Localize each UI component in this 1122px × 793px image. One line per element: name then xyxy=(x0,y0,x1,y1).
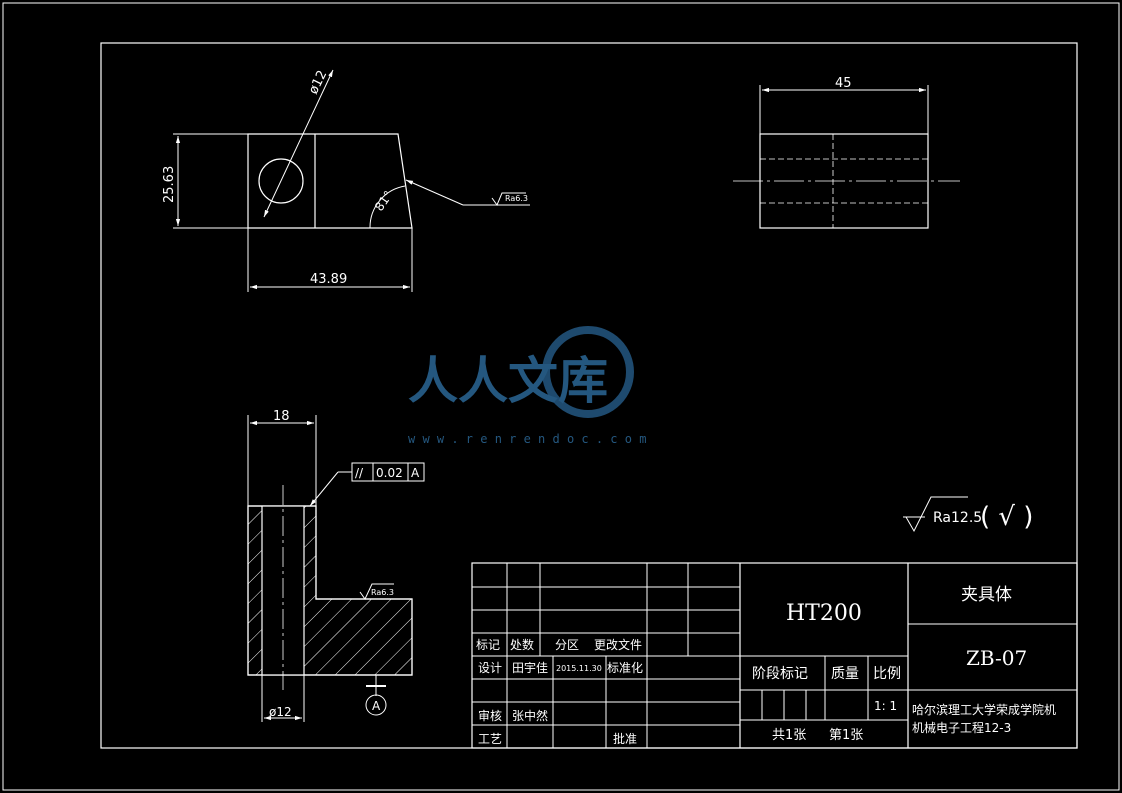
sheet-count: 共1张 xyxy=(772,728,806,743)
general-roughness xyxy=(903,496,968,533)
sheet-number: 第1张 xyxy=(829,728,863,743)
watermark-url: w w w . r e n r e n d o c . c o m xyxy=(408,432,646,446)
part-name: 夹具体 xyxy=(961,585,1012,605)
roughness-step: Ra6.3 xyxy=(371,588,394,597)
school-name: 哈尔滨理工大学荣成学院机 xyxy=(912,702,1056,717)
datum-marker-a: A xyxy=(372,699,381,713)
dim-angle: 81° xyxy=(372,188,396,213)
process-label: 工艺 xyxy=(478,732,502,746)
tolerance-symbol: // xyxy=(355,466,364,480)
title-block xyxy=(471,562,1078,749)
stage-label: 阶段标记 xyxy=(752,666,808,682)
drawing-number: ZB-07 xyxy=(966,646,1027,670)
dim-width-18: 18 xyxy=(273,409,290,424)
dim-width-bottom: 43.89 xyxy=(310,272,347,287)
scale-label: 比例 xyxy=(873,666,901,682)
standard-label: 标准化 xyxy=(607,661,643,675)
dim-height: 25.63 xyxy=(162,166,177,203)
scale-value: 1: 1 xyxy=(874,699,897,713)
header-mark: 标记 xyxy=(476,638,500,652)
design-label: 设计 xyxy=(478,661,502,675)
roughness-top: Ra6.3 xyxy=(505,194,528,203)
review-label: 审核 xyxy=(478,708,502,723)
tolerance-datum: A xyxy=(411,466,420,480)
major-name: 机械电子工程12-3 xyxy=(912,720,1011,735)
approve-label: 批准 xyxy=(613,731,637,746)
watermark-brand: 人人文库 xyxy=(408,352,608,410)
general-roughness-check: ( √ ) xyxy=(980,502,1033,532)
dim-width-45: 45 xyxy=(835,76,852,91)
header-count: 处数 xyxy=(510,637,534,652)
reviewer: 张中然 xyxy=(512,708,548,723)
material: HT200 xyxy=(786,601,862,626)
general-roughness-value: Ra12.5 xyxy=(933,510,982,526)
section-view xyxy=(247,415,425,722)
design-date: 2015.11.30 xyxy=(556,664,602,673)
dim-diameter-bottom: ø12 xyxy=(269,705,292,719)
tolerance-value: 0.02 xyxy=(376,466,403,480)
top-left-view xyxy=(173,69,530,292)
designer: 田宇佳 xyxy=(512,661,548,675)
header-zone: 分区 xyxy=(555,638,579,652)
header-change: 更改文件 xyxy=(594,637,642,652)
watermark: 人人文库 w w w . r e n r e n d o c . c o m xyxy=(408,326,646,446)
top-right-view xyxy=(733,85,960,229)
mass-label: 质量 xyxy=(831,666,859,682)
